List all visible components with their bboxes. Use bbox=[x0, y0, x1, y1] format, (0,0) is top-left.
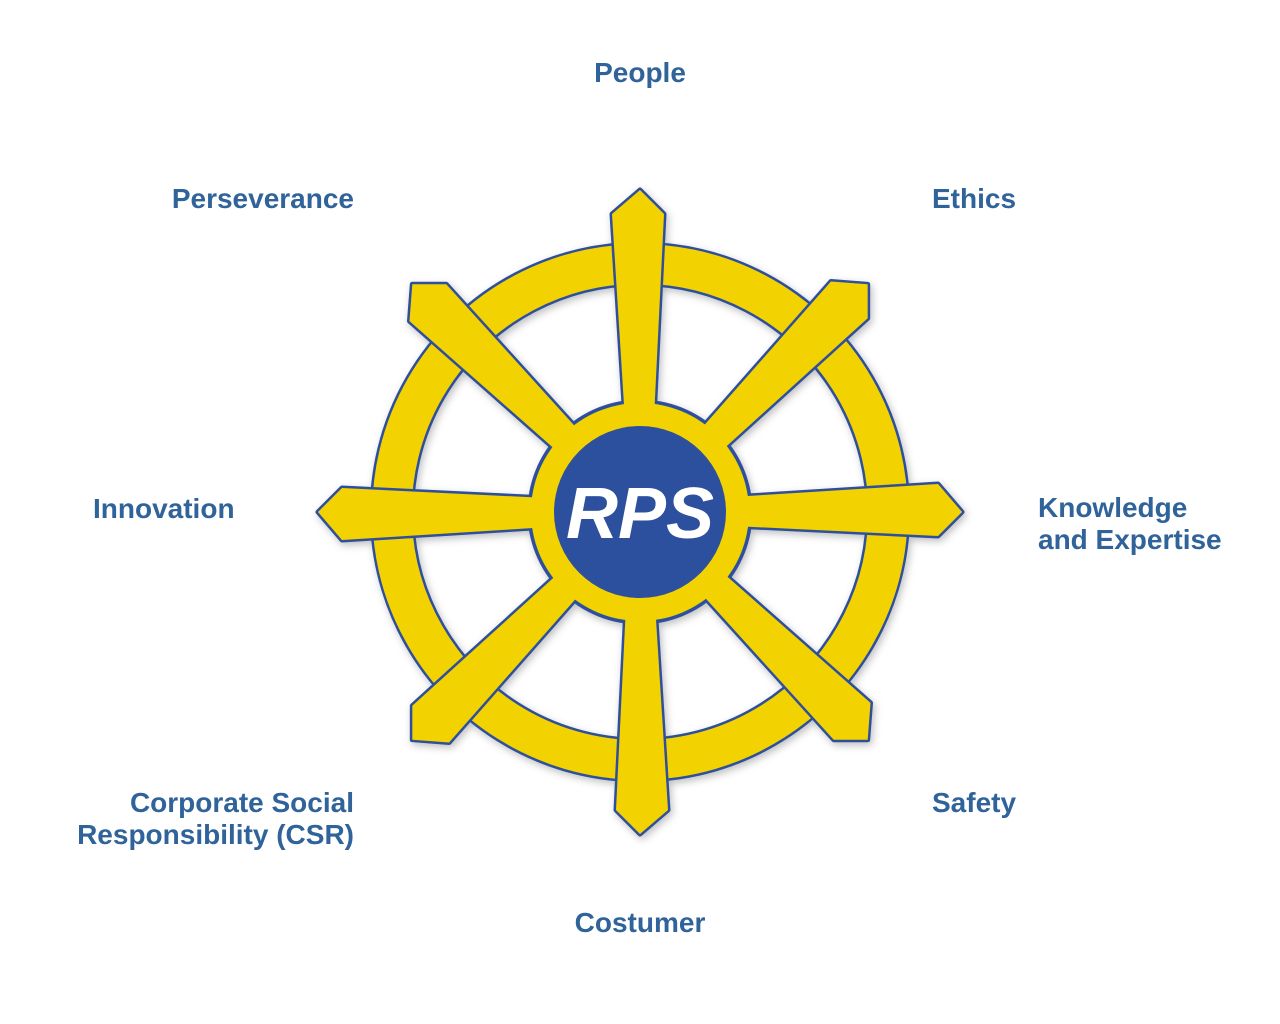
label-safety: Safety bbox=[932, 787, 1017, 818]
label-csr: Corporate Social Responsibility (CSR) bbox=[77, 787, 354, 851]
label-knowledge-line2: and Expertise bbox=[1038, 524, 1222, 555]
rps-logo-circle bbox=[554, 426, 726, 598]
label-people: People bbox=[594, 57, 686, 88]
label-knowledge-and-expertise: Knowledge and Expertise bbox=[1038, 492, 1222, 556]
rps-logo-text: RPS bbox=[566, 474, 714, 554]
label-costumer: Costumer bbox=[574, 907, 706, 938]
label-csr-line2: Responsibility (CSR) bbox=[77, 819, 354, 850]
label-perseverance: Perseverance bbox=[171, 183, 354, 214]
label-knowledge-line1: Knowledge bbox=[1038, 492, 1188, 523]
label-csr-line1: Corporate Social bbox=[129, 787, 354, 818]
label-innovation: Innovation bbox=[93, 493, 235, 524]
label-ethics: Ethics bbox=[932, 183, 1017, 214]
